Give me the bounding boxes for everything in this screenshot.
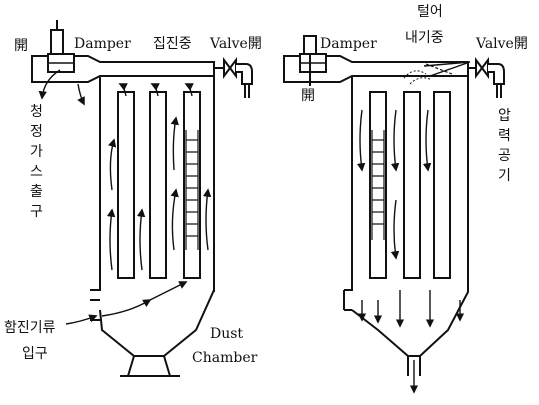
right-flow-arrows <box>356 109 465 394</box>
right-unit <box>283 35 505 376</box>
inlet-label-line2: 입구 <box>22 346 48 362</box>
left-bag-3 <box>183 91 201 279</box>
inlet-arrow <box>65 314 98 325</box>
air-char-3: 공 <box>498 148 511 164</box>
right-valve-label: Valve開 <box>475 36 528 52</box>
right-pulse-burst <box>403 70 433 85</box>
clean-gas-outlet-arrow <box>38 69 61 100</box>
left-valve-label: Valve開 <box>209 36 262 52</box>
right-open-label: 開 <box>301 88 315 104</box>
dust-label-line1: Dust <box>210 326 243 342</box>
air-char-2: 력 <box>498 128 511 144</box>
left-bag-1 <box>117 91 135 279</box>
right-bag-3 <box>433 91 451 279</box>
right-bag-2 <box>403 91 421 279</box>
air-char-4: 기 <box>498 168 511 184</box>
clean-gas-char-1: 청 <box>30 104 43 120</box>
left-unit <box>31 20 253 377</box>
left-damper-stem <box>50 29 64 55</box>
left-bag-2 <box>149 91 167 279</box>
clean-gas-char-2: 정 <box>30 124 43 140</box>
right-dust-cake <box>371 130 385 240</box>
left-flow-arrows <box>77 83 212 317</box>
right-bag-1 <box>369 91 387 279</box>
air-char-1: 압 <box>498 108 511 124</box>
left-elbow-pipe <box>236 63 253 85</box>
left-open-label: 開 <box>14 38 28 54</box>
inlet-label-line1: 함진기류 <box>4 320 56 336</box>
left-damper-label: Damper <box>74 36 131 52</box>
left-status-label: 집진중 <box>153 36 192 52</box>
left-valve <box>223 57 237 79</box>
dust-label-line2: Chamber <box>192 350 258 366</box>
clean-gas-char-3: 가 <box>30 144 43 160</box>
right-valve <box>475 57 489 79</box>
clean-gas-char-6: 구 <box>30 204 43 220</box>
left-housing <box>90 76 215 357</box>
right-status-line2: 내기중 <box>405 30 444 46</box>
compressed-air-label: 압 력 공 기 <box>498 108 511 184</box>
clean-gas-char-5: 출 <box>30 184 43 200</box>
left-dust-cake <box>185 130 199 250</box>
right-status-line1: 털어 <box>417 4 443 20</box>
right-elbow-pipe <box>488 63 505 85</box>
right-damper-stem <box>303 35 317 55</box>
right-venturi <box>423 61 471 77</box>
clean-gas-char-4: 스 <box>30 164 43 180</box>
right-damper-label: Damper <box>320 36 377 52</box>
clean-gas-outlet-label: 청 정 가 스 출 구 <box>30 104 43 220</box>
